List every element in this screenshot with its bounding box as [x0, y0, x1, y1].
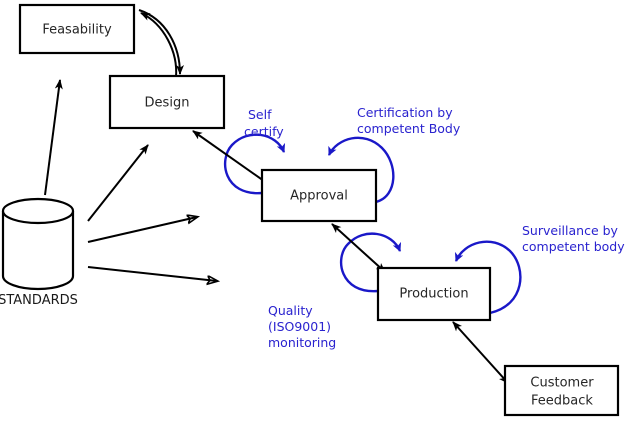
node-approval[interactable]: Approval: [260, 168, 378, 223]
annotation-certification-by-competent-body: Certification by competent Body: [357, 105, 461, 136]
node-production-label: Production: [399, 287, 468, 302]
annotation-quality-line2: (ISO9001): [268, 319, 331, 334]
node-design-label: Design: [145, 96, 190, 111]
approval-production-arrow: [331, 223, 386, 273]
node-design[interactable]: Design: [108, 74, 226, 130]
node-customer-feedback-label-line2: Feedback: [531, 394, 593, 409]
approval-to-design-arrow: [192, 130, 265, 182]
annotation-certification-line1: Certification by: [357, 105, 453, 120]
standards-to-design-arrow: [87, 144, 149, 222]
annotation-quality-line3: monitoring: [268, 335, 336, 350]
node-standards-datastore[interactable]: STANDARDS: [0, 197, 78, 308]
annotation-surveillance-by-competent-body: Surveillance by competent body: [522, 223, 625, 254]
annotation-self-certify: Self certify: [244, 107, 284, 139]
node-production[interactable]: Production: [376, 266, 492, 322]
annotation-quality-iso9001-monitoring: Quality (ISO9001) monitoring: [268, 303, 336, 350]
annotation-surveillance-line1: Surveillance by: [522, 223, 619, 238]
standards-to-feasability-arrow: [44, 79, 63, 196]
standards-to-approval-arrow: [87, 217, 197, 243]
annotation-self-certify-line1: Self: [248, 107, 272, 122]
node-approval-label: Approval: [290, 189, 348, 204]
self-certify-loop: [223, 133, 286, 195]
annotation-certification-line2: competent Body: [357, 121, 461, 136]
node-customer-feedback-label-line1: Customer: [530, 376, 594, 391]
node-feasability[interactable]: Feasability: [18, 3, 136, 55]
standards-to-production-arrow: [87, 266, 217, 281]
node-customer-feedback[interactable]: Customer Feedback: [503, 364, 620, 417]
annotation-surveillance-line2: competent body: [522, 239, 625, 254]
feasability-to-design-arrow: [138, 9, 184, 75]
surveillance-loop: [454, 240, 522, 315]
production-customer-feedback-arrow: [452, 321, 509, 384]
annotation-self-certify-line2: certify: [244, 124, 284, 139]
annotation-quality-line1: Quality: [268, 303, 313, 318]
node-standards-label: STANDARDS: [0, 293, 78, 308]
node-feasability-label: Feasability: [42, 23, 112, 38]
certification-loop: [327, 136, 395, 204]
